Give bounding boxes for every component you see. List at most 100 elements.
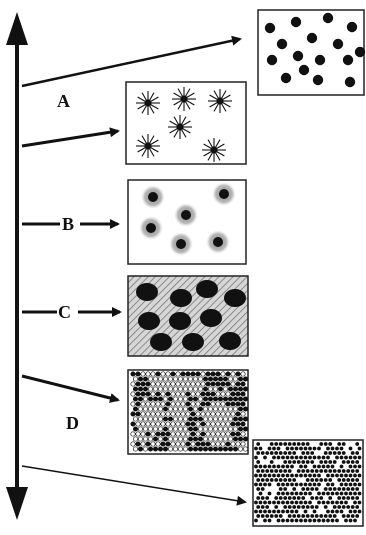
dense-particle-filled	[201, 402, 205, 406]
dense-particle-open	[183, 387, 187, 391]
dense-particle-open	[176, 392, 180, 396]
ordered-particle	[281, 465, 285, 469]
ordered-particle	[299, 501, 303, 505]
ordered-particle	[351, 487, 355, 491]
dense-particle-open	[156, 402, 160, 406]
matrix-particle	[200, 309, 222, 327]
ordered-particle	[310, 514, 314, 518]
dense-particle-open	[158, 437, 162, 441]
ordered-particle	[328, 496, 332, 500]
dense-particle-filled	[223, 377, 227, 381]
dense-particle-filled	[136, 442, 140, 446]
ordered-particle	[256, 469, 260, 473]
ordered-particle	[310, 469, 314, 473]
ordered-particle	[322, 501, 326, 505]
ordered-particle	[358, 465, 362, 469]
ordered-particle	[301, 451, 305, 455]
ordered-particle	[313, 510, 317, 514]
ordered-particle	[292, 442, 296, 446]
dense-particle-open	[231, 382, 235, 386]
dense-particle-filled	[186, 372, 190, 376]
ordered-particle	[335, 447, 339, 451]
panel-a-starred-particles	[126, 82, 246, 164]
ordered-particle	[263, 483, 267, 487]
ordered-particle	[297, 442, 301, 446]
ordered-particle	[301, 505, 305, 509]
panel-c-particles-in-matrix	[128, 276, 248, 356]
dense-particle-filled	[238, 437, 242, 441]
dense-particle-open	[171, 442, 175, 446]
ordered-particle	[254, 474, 258, 478]
dense-particle-filled	[233, 417, 237, 421]
dense-particle-open	[131, 382, 135, 386]
ordered-particle	[268, 465, 272, 469]
dense-particle-open	[171, 422, 175, 426]
panel-ordered-domains	[253, 440, 363, 526]
ordered-particle	[331, 474, 335, 478]
dense-particle-open	[228, 417, 232, 421]
ordered-particle	[340, 456, 344, 460]
dense-particle-open	[218, 407, 222, 411]
dense-particle-open	[148, 377, 152, 381]
dense-particle-filled	[186, 422, 190, 426]
dense-particle-filled	[188, 407, 192, 411]
dense-particle-open	[233, 427, 237, 431]
dense-particle-filled	[241, 382, 245, 386]
dense-particle-filled	[243, 437, 247, 441]
ordered-particle	[308, 501, 312, 505]
dense-particle-open	[143, 437, 147, 441]
ordered-particle	[263, 519, 267, 523]
ordered-particle	[292, 487, 296, 491]
ordered-particle	[306, 451, 310, 455]
ordered-particle	[265, 451, 269, 455]
ordered-particle	[315, 478, 319, 482]
dense-particle-open	[188, 377, 192, 381]
ordered-particle	[322, 456, 326, 460]
star-particle-core	[210, 146, 217, 153]
dense-particle-open	[221, 412, 225, 416]
ordered-particle	[353, 519, 357, 523]
dense-particle-filled	[238, 417, 242, 421]
dense-particle-filled	[153, 397, 157, 401]
ordered-particle	[308, 483, 312, 487]
haloed-particle-core	[148, 192, 158, 202]
ordered-particle	[346, 487, 350, 491]
ordered-particle	[326, 510, 330, 514]
ordered-particle	[331, 465, 335, 469]
ordered-particle	[328, 460, 332, 464]
ordered-particle	[322, 465, 326, 469]
dense-particle-open	[136, 432, 140, 436]
ordered-particle	[286, 510, 290, 514]
dense-particle-open	[228, 437, 232, 441]
ordered-particle	[286, 501, 290, 505]
ordered-particle	[313, 474, 317, 478]
dense-particle-open	[211, 432, 215, 436]
ordered-particle	[319, 442, 323, 446]
ordered-particle	[299, 456, 303, 460]
ordered-particle	[297, 514, 301, 518]
ordered-particle	[261, 487, 265, 491]
ordered-particle	[315, 514, 319, 518]
dense-particle-open	[196, 432, 200, 436]
ordered-particle	[326, 492, 330, 496]
dense-particle-open	[141, 422, 145, 426]
dense-particle-open	[143, 407, 147, 411]
dense-particle-open	[156, 422, 160, 426]
dense-particle-open	[203, 437, 207, 441]
dense-particle-open	[141, 432, 145, 436]
dense-particle-filled	[201, 392, 205, 396]
ordered-particle	[326, 483, 330, 487]
dense-particle-filled	[156, 392, 160, 396]
ordered-particle	[256, 505, 260, 509]
ordered-particle	[351, 460, 355, 464]
dense-particle-filled	[238, 377, 242, 381]
ordered-particle	[335, 501, 339, 505]
dense-particle-filled	[223, 447, 227, 451]
dense-particle-open	[161, 422, 165, 426]
ordered-particle	[283, 442, 287, 446]
ordered-particle	[304, 447, 308, 451]
dense-particle-open	[163, 397, 167, 401]
dense-particle-filled	[188, 447, 192, 451]
ordered-particle	[301, 514, 305, 518]
dense-particle-filled	[136, 382, 140, 386]
